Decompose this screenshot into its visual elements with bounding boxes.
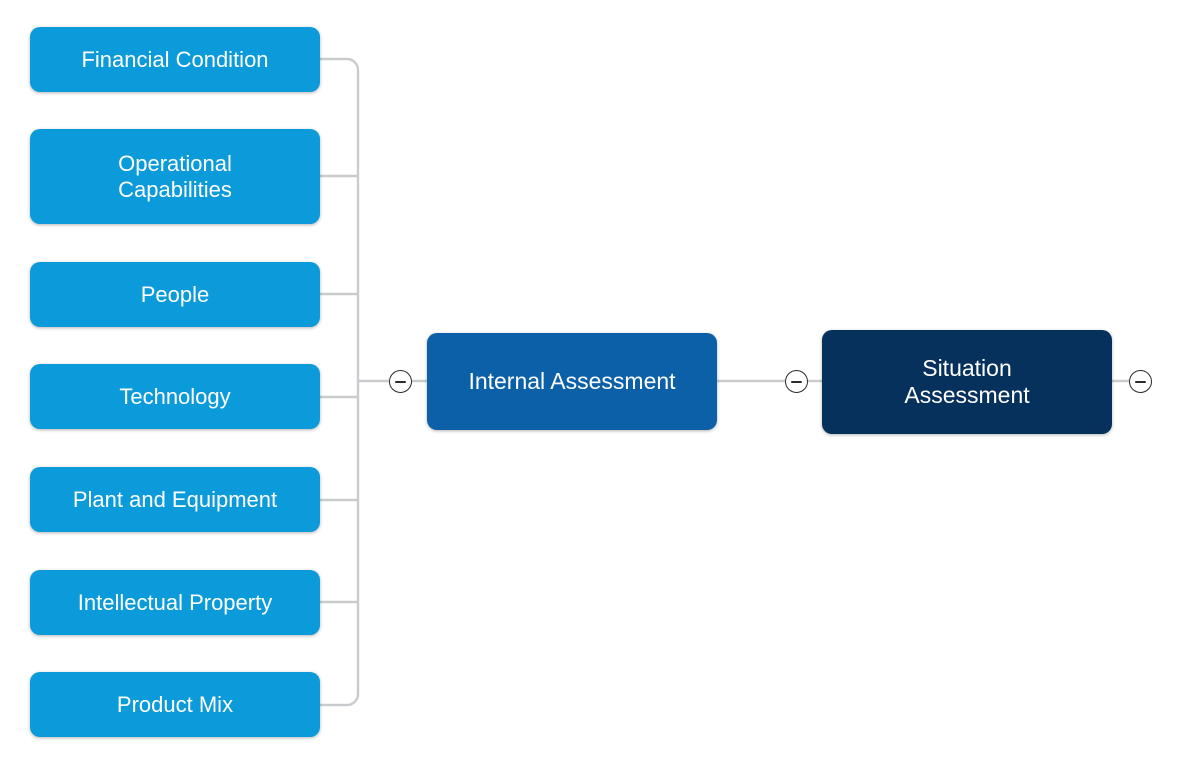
collapse-toggle-situation-right[interactable] — [1129, 370, 1152, 393]
node-situation-assessment[interactable]: Situation Assessment — [822, 330, 1112, 434]
collapse-toggle-situation-left[interactable] — [785, 370, 808, 393]
node-label: Financial Condition — [81, 46, 269, 72]
collapse-toggle-internal-left[interactable] — [389, 370, 412, 393]
node-label: Situation Assessment — [904, 354, 1030, 408]
node-label: Product Mix — [116, 691, 234, 717]
node-label: Operational Capabilities — [118, 150, 232, 202]
minus-circle-icon — [791, 380, 802, 383]
node-label: Internal Assessment — [468, 367, 676, 394]
node-technology[interactable]: Technology — [30, 364, 320, 429]
node-product-mix[interactable]: Product Mix — [30, 672, 320, 737]
node-label: Technology — [119, 383, 231, 409]
minus-circle-icon — [1135, 380, 1146, 383]
node-internal-assessment[interactable]: Internal Assessment — [427, 333, 717, 430]
node-financial-condition[interactable]: Financial Condition — [30, 27, 320, 92]
node-label: People — [140, 281, 210, 307]
node-plant-and-equipment[interactable]: Plant and Equipment — [30, 467, 320, 532]
node-label: Plant and Equipment — [72, 486, 278, 512]
minus-circle-icon — [395, 380, 406, 383]
node-label: Intellectual Property — [77, 589, 273, 615]
node-operational-capabilities[interactable]: Operational Capabilities — [30, 129, 320, 224]
node-intellectual-property[interactable]: Intellectual Property — [30, 570, 320, 635]
node-people[interactable]: People — [30, 262, 320, 327]
